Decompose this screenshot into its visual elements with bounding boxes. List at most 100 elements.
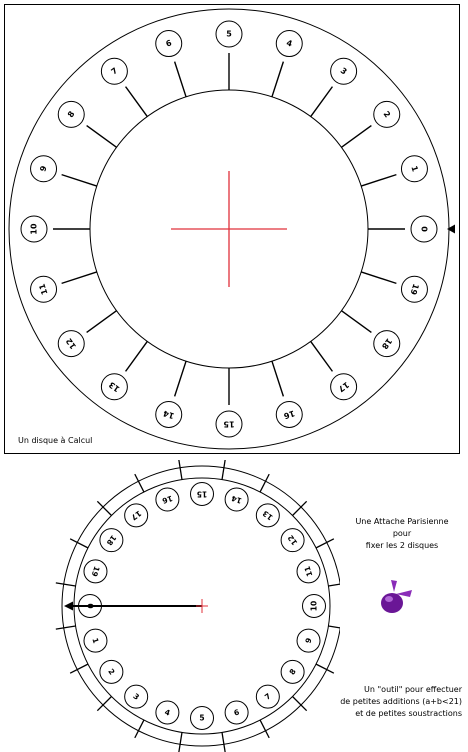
- top-number-label: 6: [165, 38, 173, 48]
- tool-note-line-1: Un "outil" pour effectuer: [364, 685, 462, 694]
- top-spoke: [61, 173, 98, 187]
- bottom-number-circle: [190, 706, 214, 730]
- bottom-tick: [328, 625, 340, 629]
- bottom-number-label: 7: [263, 691, 273, 701]
- bottom-number-circle: [255, 503, 280, 528]
- top-spoke: [86, 124, 117, 148]
- bottom-tick: [96, 500, 112, 516]
- top-number-circle: [215, 410, 243, 438]
- top-number-circle: [215, 20, 243, 48]
- top-number-label: 19: [408, 283, 420, 297]
- bottom-outer-ring: [61, 465, 340, 747]
- bottom-tick: [315, 663, 335, 674]
- bottom-number-label: 4: [164, 707, 172, 717]
- bottom-number-circle: [280, 659, 305, 684]
- top-number-circle: [275, 30, 303, 58]
- top-spoke: [360, 271, 397, 285]
- tool-note: Un "outil" pour effectuer de petites add…: [318, 684, 462, 720]
- top-number-label: 7: [109, 66, 119, 77]
- top-number-circle: [400, 155, 428, 183]
- bottom-number-circle: [124, 503, 149, 528]
- top-number-label: 14: [162, 408, 176, 420]
- top-number-label: 10: [30, 223, 39, 235]
- top-number-circle: [57, 100, 85, 128]
- bottom-number-label: 8: [287, 667, 297, 677]
- top-number-label: 8: [66, 109, 77, 119]
- bottom-number-circle: [83, 628, 108, 653]
- top-spoke: [271, 360, 285, 397]
- bottom-tick: [292, 500, 308, 516]
- top-number-circle: [330, 57, 358, 85]
- bottom-tick: [221, 460, 226, 480]
- top-number-circle: [30, 275, 58, 303]
- paper-fastener-icon: [381, 580, 412, 613]
- top-number-circle: [100, 57, 128, 85]
- bottom-number-label: 19: [90, 565, 102, 578]
- top-number-label: 15: [223, 420, 235, 429]
- bottom-number-label: 9: [303, 637, 313, 645]
- top-number-circle: [410, 215, 438, 243]
- top-number-circle: [275, 400, 303, 428]
- bottom-number-circle: [224, 700, 249, 725]
- top-spoke: [310, 86, 334, 117]
- top-number-label: 4: [285, 38, 293, 48]
- bottom-tick: [69, 538, 89, 549]
- bottom-needle-arrow-icon: [64, 601, 73, 611]
- top-spoke: [124, 341, 148, 372]
- bottom-number-label: 2: [106, 667, 116, 677]
- bottom-tick: [55, 625, 76, 630]
- top-spoke: [124, 86, 148, 117]
- fastener-note-line-2: pour: [392, 529, 412, 538]
- top-number-circle: [20, 215, 48, 243]
- fastener-note: Une Attache Parisienne pour fixer les 2 …: [340, 516, 464, 552]
- tool-note-line-2: de petites additions (a+b<21): [340, 697, 462, 706]
- top-number-circle: [30, 155, 58, 183]
- top-number-circle: [373, 100, 401, 128]
- bottom-number-circle: [280, 528, 305, 553]
- fastener-note-line-3: fixer les 2 disques: [365, 541, 439, 550]
- top-zero-pointer-icon: [447, 224, 455, 234]
- bottom-number-circle: [190, 482, 214, 506]
- bottom-number-circle: [296, 559, 321, 584]
- bottom-number-label: 3: [131, 691, 141, 701]
- top-spoke: [310, 341, 334, 372]
- bottom-number-label: 14: [230, 494, 243, 506]
- top-number-label: 1: [409, 165, 419, 173]
- top-number-label: 0: [420, 226, 429, 232]
- bottom-number-label: 5: [199, 714, 204, 723]
- bottom-tick: [96, 696, 112, 712]
- bottom-number-label: 6: [233, 707, 241, 717]
- bottom-number-circle: [155, 487, 180, 512]
- top-spoke: [86, 310, 117, 334]
- bottom-number-label: 16: [161, 494, 174, 506]
- bottom-tick: [178, 460, 183, 480]
- top-number-circle: [100, 373, 128, 401]
- bottom-tick: [259, 719, 270, 739]
- bottom-number-circle: [155, 700, 180, 725]
- top-spoke: [271, 61, 285, 98]
- tool-note-line-3: et de petites soustractions: [355, 709, 462, 718]
- bottom-number-circle: [296, 628, 321, 653]
- bottom-number-circle: [124, 684, 149, 709]
- top-number-circle: [155, 30, 183, 58]
- bottom-tick: [55, 582, 76, 587]
- top-number-label: 5: [226, 30, 232, 39]
- top-number-circle: [155, 400, 183, 428]
- bottom-number-circle: [224, 487, 249, 512]
- top-number-circle: [330, 373, 358, 401]
- bottom-number-circle: [99, 528, 124, 553]
- top-number-label: 9: [38, 164, 48, 172]
- top-number-circle: [400, 275, 428, 303]
- top-number-label: 16: [282, 408, 296, 420]
- bottom-tick: [134, 473, 145, 493]
- bottom-number-circle: [99, 659, 124, 684]
- bottom-number-circle: [83, 559, 108, 584]
- bottom-tick: [221, 732, 226, 752]
- top-number-label: 3: [339, 66, 349, 77]
- top-spoke: [360, 173, 397, 187]
- bottom-tick: [315, 538, 335, 549]
- fastener-note-line-1: Une Attache Parisienne: [355, 517, 449, 526]
- bottom-tick: [69, 663, 89, 674]
